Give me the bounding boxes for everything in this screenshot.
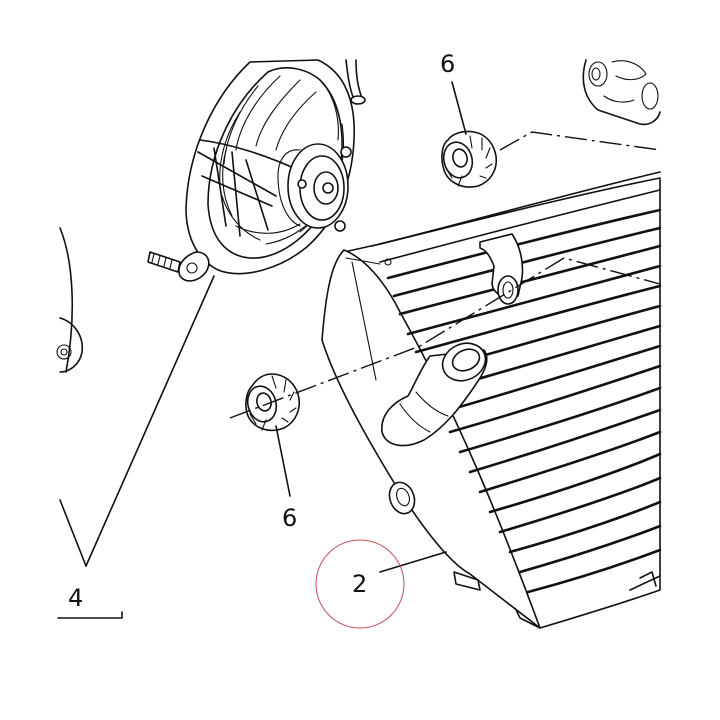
- callout-grommet-bottom: 6: [282, 504, 297, 532]
- radiator: [321, 171, 662, 629]
- cooling-fan-assembly: [147, 59, 366, 282]
- frame-part-left: [56, 227, 84, 373]
- callout-fan: 4: [68, 584, 83, 612]
- leader-lines: [57, 81, 467, 619]
- rubber-grommet-top: [441, 130, 498, 188]
- callout-grommet-top: 6: [440, 50, 455, 78]
- assembly-center-lines: [229, 131, 661, 419]
- engine-casting-top-right: [582, 59, 661, 126]
- rubber-grommet-bottom: [245, 373, 300, 432]
- highlight-circle: [315, 539, 405, 629]
- callout-radiator: 2: [352, 570, 367, 598]
